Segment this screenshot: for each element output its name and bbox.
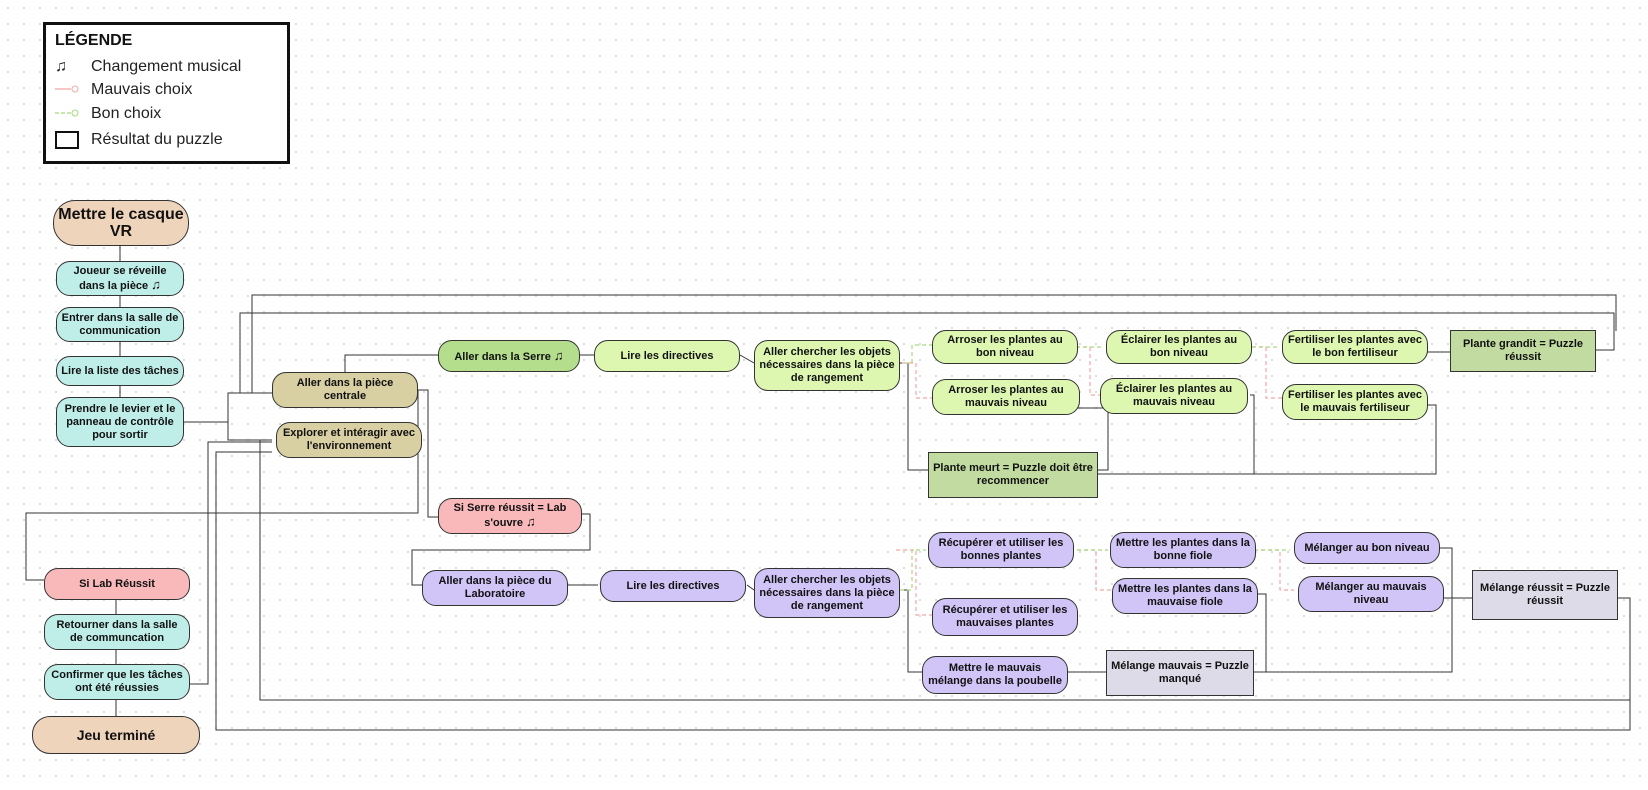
node-liste-taches[interactable]: Lire la liste des tâches (56, 356, 184, 386)
node-casque[interactable]: Mettre le casque VR (53, 200, 189, 246)
legend-result-row: Résultat du puzzle (55, 131, 223, 149)
node-jeu-termine[interactable]: Jeu terminé (32, 716, 200, 754)
node-levier-label: Prendre le levier et le panneau de contr… (64, 402, 176, 441)
node-mauvaises-plantes-label: Récupérer et utiliser les mauvaises plan… (942, 604, 1068, 629)
node-serre-reussit[interactable]: Si Serre réussit = Lab s'ouvre♫ (438, 498, 582, 534)
node-levier[interactable]: Prendre le levier et le panneau de contr… (56, 397, 184, 447)
legend: LÉGENDE ♫ Changement musical Mauvais cho… (43, 22, 290, 164)
node-directives-serre-label: Lire les directives (620, 349, 714, 362)
node-mauvaise-fiole[interactable]: Mettre les plantes dans la mauvaise fiol… (1112, 578, 1258, 614)
node-fertiliser-bon-label: Fertiliser les plantes avec le bon ferti… (1288, 334, 1422, 359)
legend-bad-label: Mauvais choix (91, 81, 193, 98)
music-note-icon: ♫ (553, 347, 564, 363)
node-piece-centrale[interactable]: Aller dans la pièce centrale (272, 372, 418, 408)
node-lab-reussit[interactable]: Si Lab Réussit (44, 568, 190, 600)
node-directives-labo-label: Lire les directives (626, 579, 720, 592)
node-poubelle[interactable]: Mettre le mauvais mélange dans la poubel… (922, 656, 1068, 694)
good-choice-line-icon (55, 105, 79, 123)
node-melange-mauvais-label: Mélange mauvais = Puzzle manqué (1111, 660, 1249, 685)
node-labo-label: Aller dans la pièce du Laboratoire (438, 575, 552, 600)
result-box-icon (55, 131, 79, 149)
node-plante-grandit-label: Plante grandit = Puzzle réussit (1462, 338, 1584, 363)
node-melange-reussit-label: Mélange réussit = Puzzle réussit (1480, 582, 1610, 607)
node-salle-comm[interactable]: Entrer dans la salle de communication (56, 307, 184, 342)
node-casque-label: Mettre le casque VR (58, 206, 184, 240)
node-objets-labo[interactable]: Aller chercher les objets nécessaires da… (754, 568, 900, 618)
node-eclairer-bon-label: Éclairer les plantes au bon niveau (1120, 334, 1238, 359)
legend-result-label: Résultat du puzzle (91, 131, 223, 148)
node-melanger-bon[interactable]: Mélanger au bon niveau (1294, 532, 1440, 564)
legend-bad-row: Mauvais choix (55, 81, 192, 99)
music-note-icon: ♫ (151, 276, 161, 292)
node-reveil-label: Joueur se réveille dans la pièce (73, 264, 167, 292)
node-fertiliser-mauvais-label: Fertiliser les plantes avec le mauvais f… (1288, 389, 1422, 414)
node-plante-meurt-label: Plante meurt = Puzzle doit être recommen… (933, 462, 1093, 487)
legend-music-label: Changement musical (91, 58, 242, 75)
node-plante-grandit[interactable]: Plante grandit = Puzzle réussit (1450, 330, 1596, 372)
node-piece-centrale-label: Aller dans la pièce centrale (296, 377, 394, 402)
node-labo[interactable]: Aller dans la pièce du Laboratoire (422, 570, 568, 606)
node-objets-serre-label: Aller chercher les objets nécessaires da… (759, 346, 895, 384)
node-melange-mauvais[interactable]: Mélange mauvais = Puzzle manqué (1106, 650, 1254, 696)
node-eclairer-mauvais-label: Éclairer les plantes au mauvais niveau (1115, 383, 1233, 408)
node-objets-serre[interactable]: Aller chercher les objets nécessaires da… (754, 340, 900, 391)
legend-good-row: Bon choix (55, 105, 161, 123)
node-arroser-bon[interactable]: Arroser les plantes au bon niveau (932, 330, 1078, 364)
node-arroser-mauvais[interactable]: Arroser les plantes au mauvais niveau (932, 379, 1080, 415)
node-explorer-label: Explorer et intéragir avec l'environneme… (282, 427, 416, 452)
node-poubelle-label: Mettre le mauvais mélange dans la poubel… (928, 662, 1062, 687)
node-eclairer-mauvais[interactable]: Éclairer les plantes au mauvais niveau (1100, 378, 1248, 414)
node-fertiliser-bon[interactable]: Fertiliser les plantes avec le bon ferti… (1282, 330, 1428, 364)
node-confirmer[interactable]: Confirmer que les tâches ont été réussie… (44, 664, 190, 700)
node-fertiliser-mauvais[interactable]: Fertiliser les plantes avec le mauvais f… (1282, 384, 1428, 420)
node-confirmer-label: Confirmer que les tâches ont été réussie… (51, 669, 183, 694)
node-lab-reussit-label: Si Lab Réussit (79, 577, 155, 590)
music-note-icon: ♫ (525, 514, 536, 529)
node-bonne-fiole[interactable]: Mettre les plantes dans la bonne fiole (1110, 532, 1256, 568)
node-serre-label: Aller dans la Serre (454, 350, 551, 363)
node-eclairer-bon[interactable]: Éclairer les plantes au bon niveau (1106, 330, 1252, 364)
legend-good-label: Bon choix (91, 105, 162, 122)
node-mauvaise-fiole-label: Mettre les plantes dans la mauvaise fiol… (1118, 583, 1252, 608)
node-explorer[interactable]: Explorer et intéragir avec l'environneme… (276, 422, 422, 458)
node-mauvaises-plantes[interactable]: Récupérer et utiliser les mauvaises plan… (932, 598, 1078, 636)
node-arroser-mauvais-label: Arroser les plantes au mauvais niveau (948, 384, 1064, 409)
node-retourner-label: Retourner dans la salle de communcation (56, 619, 178, 644)
node-serre[interactable]: Aller dans la Serre♫ (438, 340, 580, 372)
node-bonnes-plantes-label: Récupérer et utiliser les bonnes plantes (938, 537, 1064, 562)
node-salle-comm-label: Entrer dans la salle de communication (61, 311, 179, 337)
music-note-icon: ♫ (55, 58, 67, 75)
node-bonne-fiole-label: Mettre les plantes dans la bonne fiole (1116, 537, 1250, 562)
node-serre-reussit-label: Si Serre réussit = Lab s'ouvre (453, 502, 567, 529)
bad-choice-line-icon (55, 81, 79, 99)
node-objets-labo-label: Aller chercher les objets nécessaires da… (759, 573, 895, 612)
node-directives-serre[interactable]: Lire les directives (594, 340, 740, 372)
node-melanger-mauvais[interactable]: Mélanger au mauvais niveau (1298, 576, 1444, 612)
legend-music-row: ♫ Changement musical (55, 58, 241, 76)
node-arroser-bon-label: Arroser les plantes au bon niveau (947, 334, 1063, 359)
node-liste-taches-label: Lire la liste des tâches (61, 364, 179, 377)
legend-title: LÉGENDE (55, 32, 133, 49)
node-plante-meurt[interactable]: Plante meurt = Puzzle doit être recommen… (928, 452, 1098, 498)
node-reveil[interactable]: Joueur se réveille dans la pièce♫ (56, 261, 184, 296)
node-melanger-bon-label: Mélanger au bon niveau (1304, 541, 1430, 554)
node-bonnes-plantes[interactable]: Récupérer et utiliser les bonnes plantes (928, 532, 1074, 568)
node-directives-labo[interactable]: Lire les directives (600, 570, 746, 602)
node-melange-reussit[interactable]: Mélange réussit = Puzzle réussit (1472, 570, 1618, 620)
node-melanger-mauvais-label: Mélanger au mauvais niveau (1315, 581, 1427, 606)
node-retourner[interactable]: Retourner dans la salle de communcation (44, 614, 190, 650)
node-jeu-termine-label: Jeu terminé (76, 726, 156, 743)
